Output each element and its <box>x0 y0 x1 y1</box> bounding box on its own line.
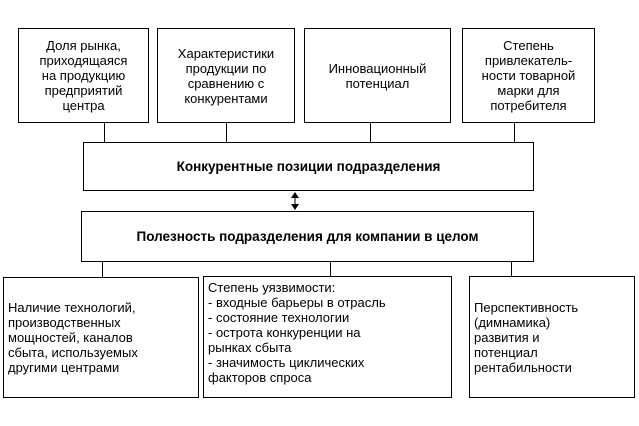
factor-label: Наличие технологий, производственных мощ… <box>8 300 138 375</box>
factor-vulnerability: Степень уязвимости: - входные барьеры в … <box>203 276 452 398</box>
factor-label: Доля рынка, приходящаяся на продукцию пр… <box>39 38 128 113</box>
factor-label: Характеристики продукции по сравнению с … <box>177 45 275 106</box>
connector-line <box>226 123 227 143</box>
connector-line <box>514 123 515 143</box>
factor-label: Инновационный потенциал <box>328 60 427 91</box>
competitive-position-label: Конкурентные позиции подразделения <box>176 159 441 174</box>
factor-brand-attractiveness: Степень привлекатель- ности товарной мар… <box>462 28 595 123</box>
factor-label: Степень привлекатель- ности товарной мар… <box>481 38 576 113</box>
usefulness-label: Полезность подразделения для компании в … <box>136 229 479 244</box>
connector-line <box>511 262 512 277</box>
factor-product-characteristics: Характеристики продукции по сравнению с … <box>157 28 295 123</box>
connector-line <box>330 262 331 277</box>
factor-label: Перспективность (димнамика) развития и п… <box>474 299 579 375</box>
connector-line <box>104 123 105 143</box>
connector-line <box>370 123 371 143</box>
factor-innovation-potential: Инновационный потенциал <box>304 28 451 123</box>
usefulness-box: Полезность подразделения для компании в … <box>81 211 534 262</box>
factor-shared-resources: Наличие технологий, производственных мощ… <box>3 277 199 398</box>
double-arrow-icon <box>291 192 299 210</box>
factor-market-share: Доля рынка, приходящаяся на продукцию пр… <box>18 28 149 123</box>
factor-label: Степень уязвимости: - входные барьеры в … <box>208 280 386 385</box>
connector-line <box>102 262 103 277</box>
factor-prospects: Перспективность (димнамика) развития и п… <box>469 276 635 398</box>
competitive-position-box: Конкурентные позиции подразделения <box>83 142 534 191</box>
